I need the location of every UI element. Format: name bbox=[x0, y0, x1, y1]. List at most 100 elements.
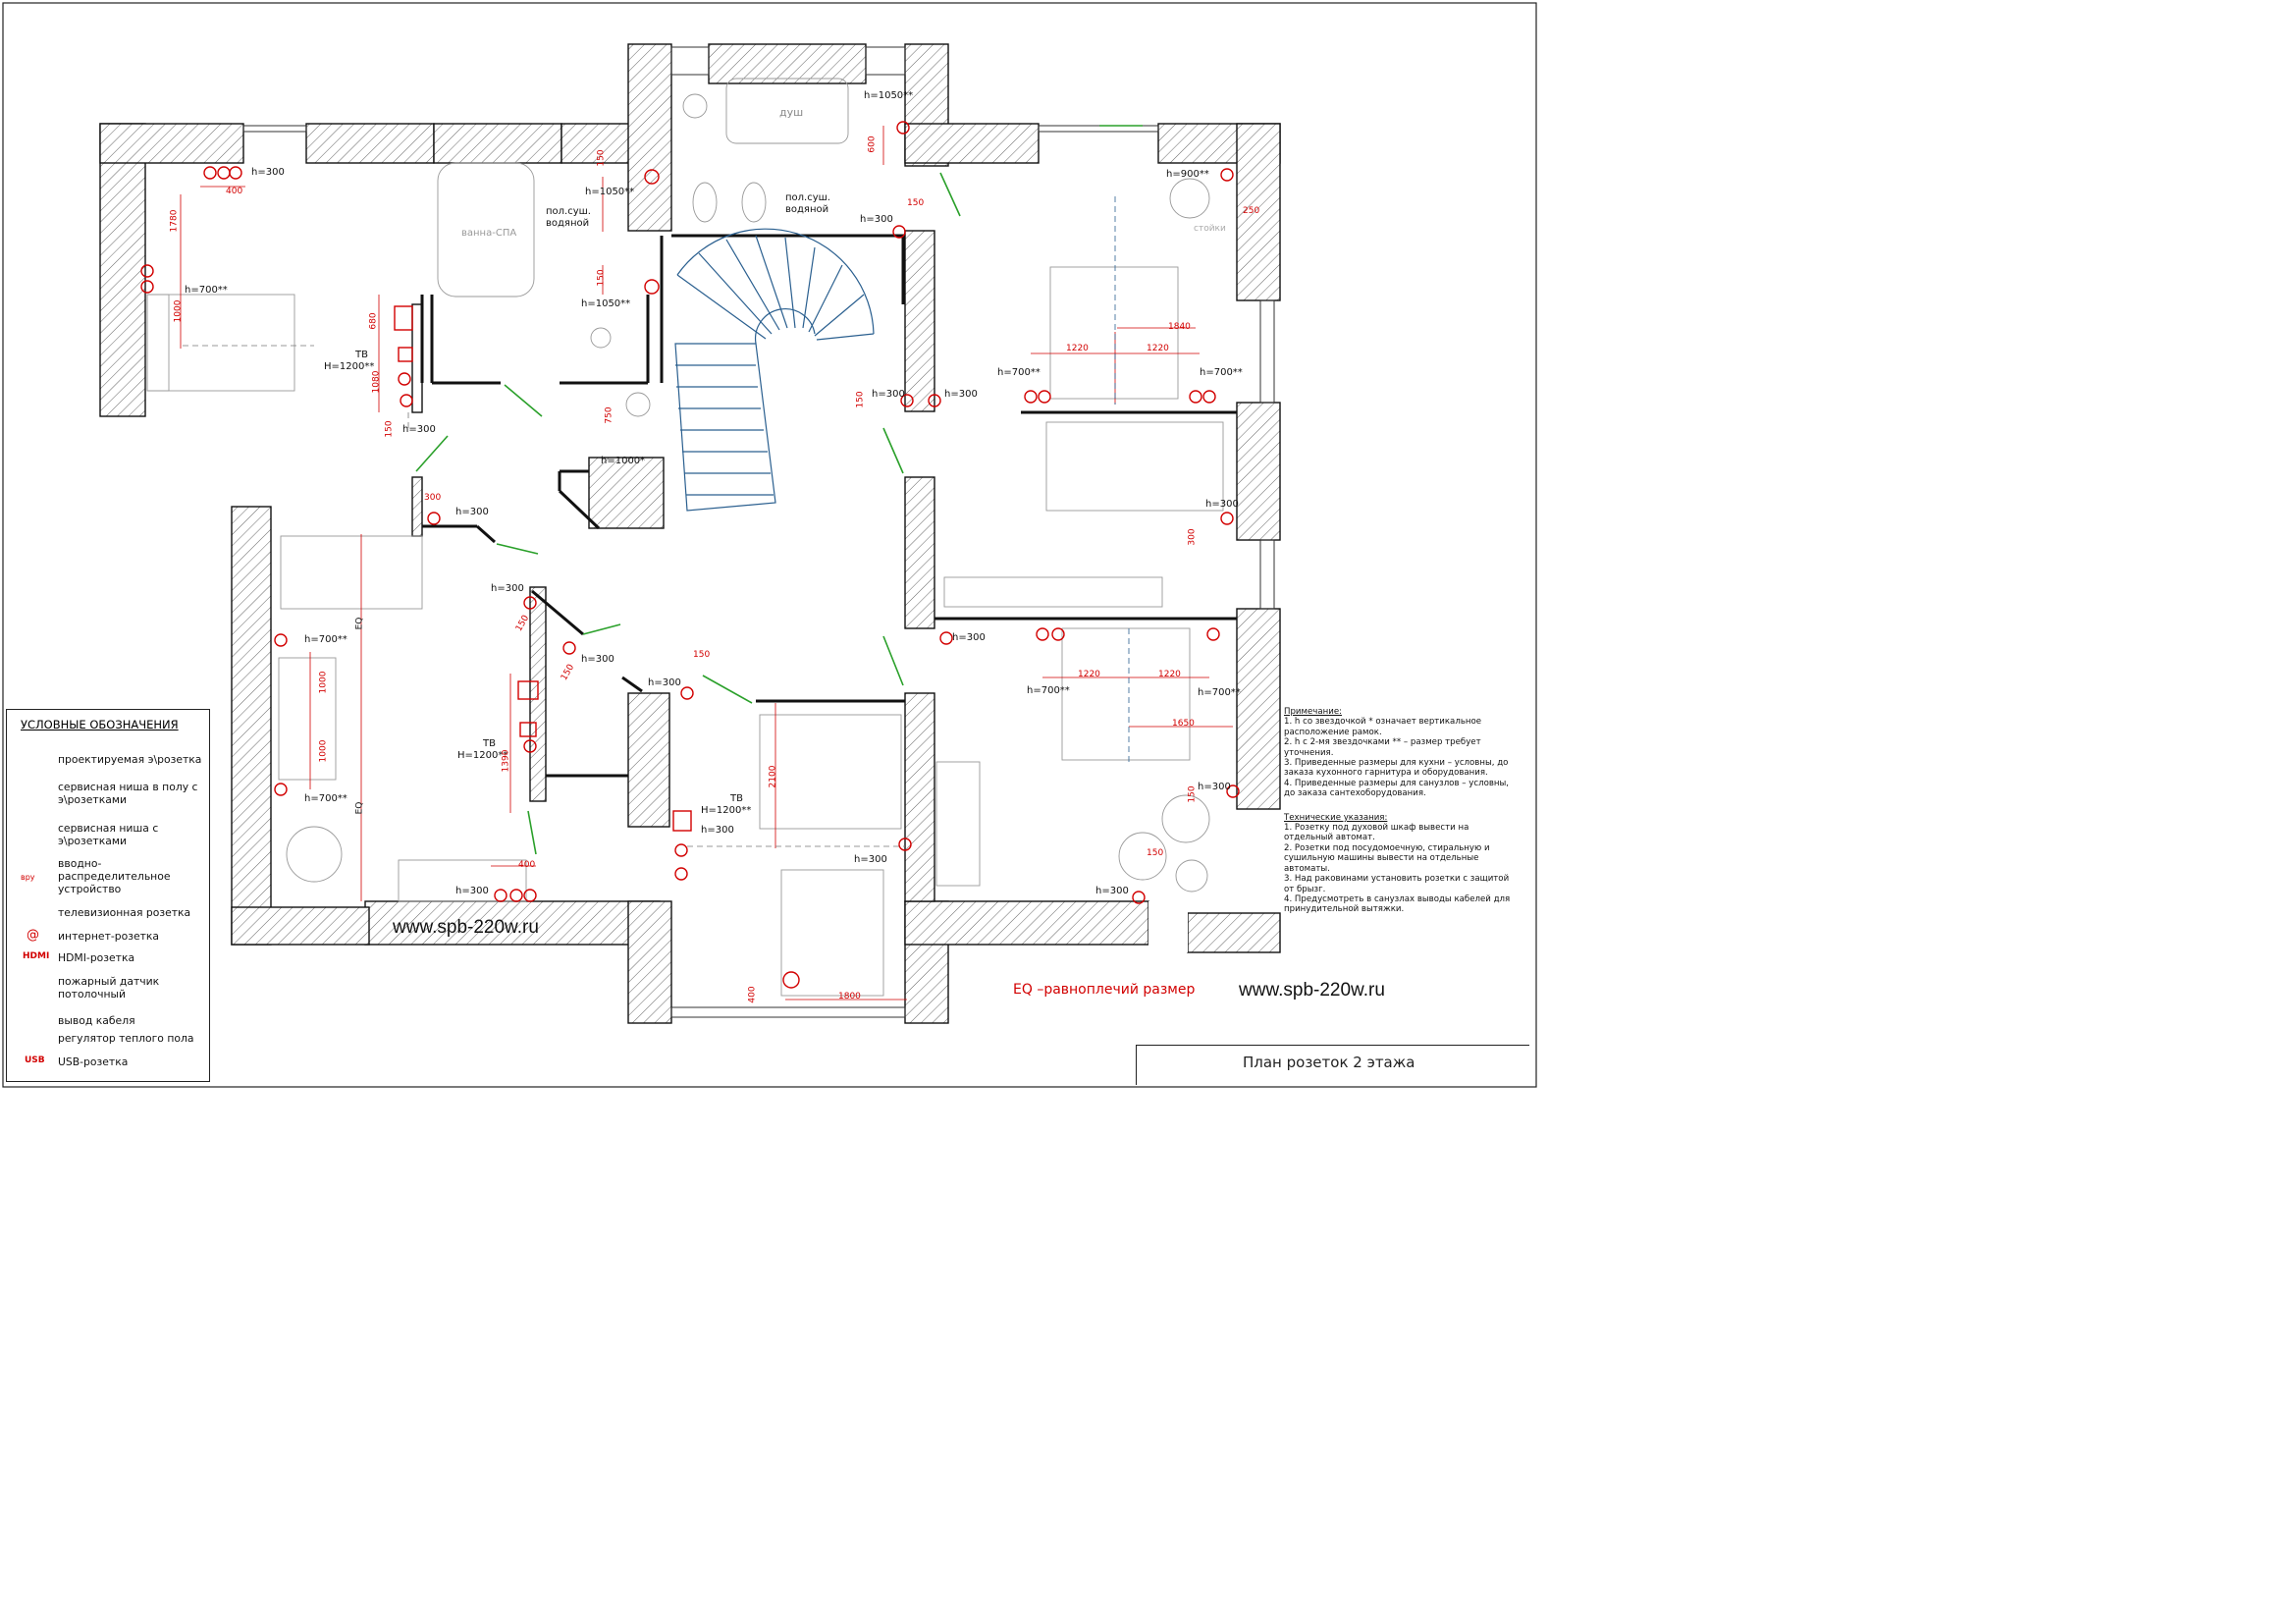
dim-label: 1650 bbox=[1172, 719, 1195, 729]
dim-label: 1220 bbox=[1066, 344, 1089, 353]
height-label: h=700** bbox=[1200, 367, 1243, 378]
height-label: h=300 bbox=[402, 424, 436, 435]
label-floor-dryer-2: пол.суш. водяной bbox=[785, 192, 830, 215]
label-stand: стойки bbox=[1194, 224, 1226, 234]
legend-symbol-hdmi: HDMI bbox=[23, 951, 50, 961]
label-shower: душ bbox=[779, 106, 804, 119]
dim-label: 150 bbox=[596, 149, 607, 167]
dim-label: 600 bbox=[867, 135, 878, 153]
height-label: h=300 bbox=[455, 886, 489, 896]
spiral-staircase bbox=[674, 228, 875, 512]
height-label: h=300 bbox=[648, 677, 681, 688]
floor-plan-drawing bbox=[2, 2, 1537, 1088]
dim-label: 1840 bbox=[1168, 322, 1191, 332]
dim-label: 150 bbox=[1187, 785, 1198, 803]
height-label: h=1050** bbox=[864, 90, 914, 101]
dim-label: 250 bbox=[1243, 206, 1260, 216]
dim-label: 1800 bbox=[838, 992, 861, 1001]
label-tv-1-height: H=1200** bbox=[324, 361, 375, 372]
windows bbox=[242, 46, 1275, 1018]
legend-item-socket: проектируемая э\розетка bbox=[58, 753, 202, 766]
dim-label: 2100 bbox=[768, 765, 778, 788]
height-label: h=300 bbox=[1095, 886, 1129, 896]
legend-item-vru: вводно-распределительное устройство bbox=[58, 857, 171, 895]
tech-item: 2. Розетки под посудомоечную, стиральную… bbox=[1284, 842, 1490, 874]
dim-label: 1000 bbox=[318, 671, 329, 694]
dim-label: 400 bbox=[226, 187, 243, 196]
note-item: 2. h с 2-мя звездочками ** – размер треб… bbox=[1284, 737, 1481, 758]
height-label: h=300 bbox=[872, 389, 905, 400]
tech-item: 3. Над раковинами установить розетки с з… bbox=[1284, 874, 1510, 894]
website-label-2: www.spb-220w.ru bbox=[1239, 980, 1385, 1001]
doors bbox=[415, 125, 1143, 855]
furniture bbox=[146, 78, 1224, 997]
height-label: h=700** bbox=[1027, 685, 1070, 696]
label-eq-2: EQ bbox=[354, 801, 365, 815]
height-label: h=300 bbox=[1198, 782, 1231, 792]
height-label: h=900** bbox=[1166, 169, 1209, 180]
dim-label: 1390 bbox=[501, 749, 511, 773]
height-label: h=300 bbox=[455, 507, 489, 517]
dim-label: 1080 bbox=[371, 370, 382, 394]
socket-symbols bbox=[140, 121, 1240, 989]
legend-symbol-usb: USB bbox=[25, 1055, 45, 1065]
height-label: h=300 bbox=[581, 654, 614, 665]
eq-note: EQ –равноплечий размер bbox=[1013, 982, 1196, 998]
legend-item-hdmi: HDMI-розетка bbox=[58, 951, 135, 964]
legend-title: УСЛОВНЫЕ ОБОЗНАЧЕНИЯ bbox=[21, 718, 179, 731]
dim-label: 680 bbox=[368, 312, 379, 330]
note-item: 1. h со звездочкой * означает вертикальн… bbox=[1284, 717, 1482, 737]
dim-label: 750 bbox=[604, 406, 614, 424]
dimension-lines bbox=[180, 126, 1233, 1001]
notes-title: Примечание: bbox=[1284, 707, 1343, 717]
height-label: h=700** bbox=[304, 793, 347, 804]
height-label: h=300 bbox=[952, 632, 986, 643]
legend-item-tv: телевизионная розетка bbox=[58, 906, 191, 919]
tech-item: 1. Розетку под духовой шкаф вывести на о… bbox=[1284, 823, 1469, 843]
legend-item-cable-outlet: вывод кабеля bbox=[58, 1014, 135, 1027]
dim-label: 150 bbox=[1147, 848, 1164, 858]
dim-label: 1780 bbox=[169, 209, 180, 233]
legend-item-floor-niche: сервисная ниша в полу с э\розетками bbox=[58, 781, 198, 806]
website-label-1: www.spb-220w.ru bbox=[393, 917, 539, 938]
height-label: h=1050** bbox=[581, 298, 631, 309]
tech-title: Технические указания: bbox=[1284, 812, 1388, 823]
legend-item-usb: USB-розетка bbox=[58, 1055, 129, 1068]
height-label: h=300 bbox=[854, 854, 887, 865]
dim-label: 1000 bbox=[173, 299, 184, 323]
legend-panel: УСЛОВНЫЕ ОБОЗНАЧЕНИЯ проектируемая э\роз… bbox=[6, 709, 210, 1082]
title-stamp bbox=[1136, 1045, 1529, 1085]
height-label: h=1050** bbox=[585, 187, 635, 197]
dim-label: 150 bbox=[596, 269, 607, 287]
dim-label: 300 bbox=[424, 493, 442, 503]
note-item: 4. Приведенные размеры для санузлов – ус… bbox=[1284, 778, 1510, 799]
label-tv-2: ТВ bbox=[483, 738, 496, 749]
label-tv-2-height: H=1200** bbox=[457, 750, 508, 761]
height-label: h=300 bbox=[491, 583, 524, 594]
label-tv-3: ТВ bbox=[730, 793, 743, 804]
dim-label: 300 bbox=[1187, 528, 1198, 546]
height-label: h=1000* bbox=[601, 456, 646, 466]
height-label: h=700** bbox=[304, 634, 347, 645]
label-eq-1: EQ bbox=[354, 617, 365, 630]
label-floor-dryer-1: пол.суш. водяной bbox=[546, 206, 591, 229]
height-label: h=700** bbox=[185, 285, 228, 296]
dim-label: 400 bbox=[747, 986, 758, 1003]
dim-label: 1000 bbox=[318, 739, 329, 763]
legend-symbol-vru: вру bbox=[21, 873, 35, 882]
label-tv-1: ТВ bbox=[355, 350, 368, 360]
dim-label: 1220 bbox=[1078, 670, 1100, 679]
height-label: h=300 bbox=[860, 214, 893, 225]
height-label: h=700** bbox=[997, 367, 1041, 378]
label-tv-3-height: H=1200** bbox=[701, 805, 752, 816]
label-spa-bath: ванна-СПА bbox=[461, 228, 517, 239]
dim-label: 1220 bbox=[1158, 670, 1181, 679]
legend-item-internet: интернет-розетка bbox=[58, 930, 160, 943]
partitions bbox=[420, 234, 1237, 778]
height-label: h=700** bbox=[1198, 687, 1241, 698]
legend-item-fire-detector: пожарный датчик потолочный bbox=[58, 975, 160, 1001]
height-label: h=300 bbox=[1205, 499, 1239, 510]
height-label: h=300 bbox=[944, 389, 978, 400]
dim-label: 150 bbox=[384, 420, 395, 438]
dim-label: 400 bbox=[518, 860, 536, 870]
